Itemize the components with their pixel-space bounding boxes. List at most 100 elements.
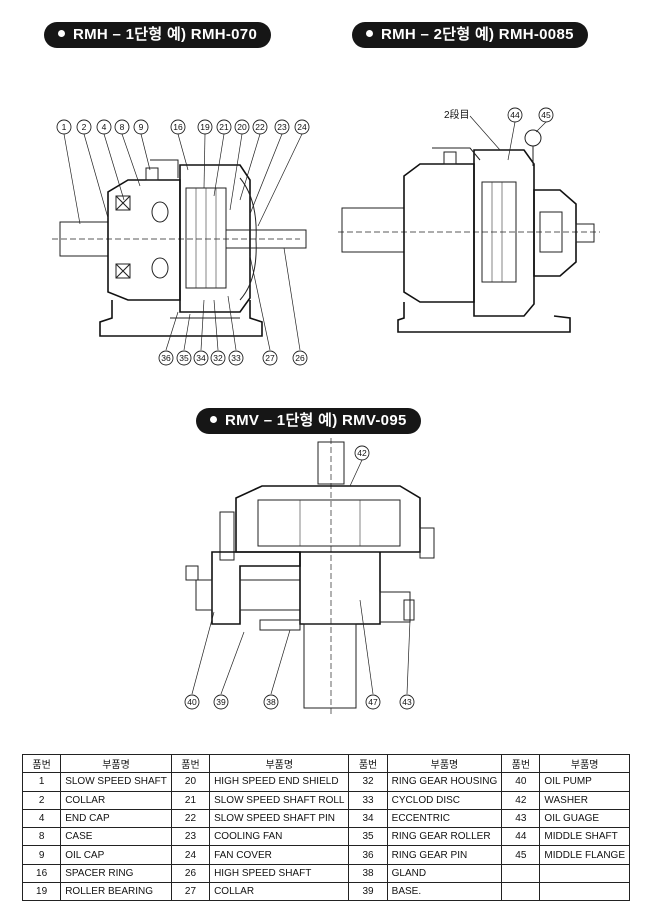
rmh1-ring-gear-housing — [179, 164, 251, 313]
part-name: SLOW SPEED SHAFT PIN — [209, 808, 350, 829]
svg-text:32: 32 — [213, 353, 223, 363]
rmh2-housing-1 — [473, 149, 535, 317]
callout-39: 39 — [213, 694, 229, 710]
part-number: 19 — [21, 882, 62, 902]
callout-23: 23 — [274, 119, 290, 135]
svg-text:2: 2 — [82, 122, 87, 132]
part-number: 38 — [348, 863, 388, 884]
rmh2-housing-2 — [533, 189, 577, 277]
callout-44: 44 — [507, 107, 523, 123]
part-name: ECCENTRIC — [386, 808, 503, 829]
svg-text:22: 22 — [255, 122, 265, 132]
callout-35: 35 — [176, 350, 192, 366]
part-number: 20 — [170, 772, 211, 792]
svg-text:43: 43 — [402, 697, 412, 707]
part-name: CASE — [60, 827, 172, 847]
part-number: 27 — [170, 882, 211, 902]
callout-34: 34 — [193, 350, 209, 366]
svg-text:24: 24 — [297, 122, 307, 132]
rmv1-upper-housing — [235, 485, 421, 553]
svg-text:39: 39 — [216, 697, 226, 707]
svg-text:4: 4 — [102, 122, 107, 132]
svg-text:47: 47 — [368, 697, 378, 707]
part-name: RING GEAR HOUSING — [386, 772, 503, 792]
part-name: CYCLOD DISC — [386, 790, 503, 810]
part-number: 39 — [348, 882, 388, 902]
rmv1-gear-case — [299, 552, 381, 625]
svg-text:9: 9 — [139, 122, 144, 132]
svg-text:36: 36 — [161, 353, 171, 363]
callout-26: 26 — [292, 350, 308, 366]
header-name: 부품명 — [539, 753, 630, 774]
header-no: 품번 — [170, 753, 211, 774]
svg-text:8: 8 — [120, 122, 125, 132]
part-number: 34 — [348, 808, 388, 829]
bullet-icon — [210, 415, 217, 423]
callout-45: 45 — [538, 107, 554, 123]
part-number — [501, 882, 541, 902]
svg-text:33: 33 — [231, 353, 241, 363]
callout-36: 36 — [158, 350, 174, 366]
part-number: 9 — [21, 845, 62, 865]
header-no: 품번 — [501, 753, 541, 774]
part-number: 32 — [348, 772, 388, 792]
part-name: SPACER RING — [60, 863, 172, 884]
callout-33: 33 — [228, 350, 244, 366]
part-name: GLAND — [386, 863, 503, 884]
part-number: 26 — [170, 863, 211, 884]
svg-text:26: 26 — [295, 353, 305, 363]
part-number: 22 — [170, 808, 211, 829]
callout-24: 24 — [294, 119, 310, 135]
header-name: 부품명 — [60, 753, 172, 774]
svg-text:21: 21 — [219, 122, 229, 132]
part-number: 2 — [21, 790, 62, 810]
part-name: RING GEAR PIN — [386, 845, 503, 865]
rmh2-drawing: 2段目 — [338, 108, 600, 333]
callout-4: 4 — [96, 119, 112, 135]
part-number: 24 — [170, 845, 211, 865]
part-number: 45 — [501, 845, 541, 865]
part-number: 23 — [170, 827, 211, 847]
header-name: 부품명 — [386, 753, 503, 774]
title-rmh-2stage: RMH – 2단형 예) RMH-0085 — [352, 22, 588, 48]
rmh1-drawing — [52, 159, 307, 337]
part-number: 43 — [501, 808, 541, 829]
part-number: 33 — [348, 790, 388, 810]
part-name: OIL GUAGE — [539, 808, 630, 829]
title-rmv-1stage-text: RMV – 1단형 예) RMV-095 — [225, 412, 407, 429]
svg-text:42: 42 — [357, 448, 367, 458]
callout-38: 38 — [263, 694, 279, 710]
callout-2: 2 — [76, 119, 92, 135]
callout-42: 42 — [354, 445, 370, 461]
part-name: RING GEAR ROLLER — [386, 827, 503, 847]
rmv1-motor-side — [211, 551, 301, 625]
part-name: COLLAR — [209, 882, 350, 902]
svg-text:16: 16 — [173, 122, 183, 132]
rmv1-bottom-shaft — [303, 623, 357, 709]
part-number: 42 — [501, 790, 541, 810]
part-number: 8 — [21, 827, 62, 847]
header-no: 품번 — [21, 753, 62, 774]
part-number: 36 — [348, 845, 388, 865]
part-number: 1 — [21, 772, 62, 792]
part-name: OIL CAP — [60, 845, 172, 865]
title-rmh-2stage-text: RMH – 2단형 예) RMH-0085 — [381, 26, 574, 43]
callout-9: 9 — [133, 119, 149, 135]
technical-drawings: 2段目 1 2 4 8 9 16 19 21 20 22 23 — [52, 107, 600, 716]
callout-19: 19 — [197, 119, 213, 135]
part-name — [539, 863, 630, 884]
title-rmh-1stage-text: RMH – 1단형 예) RMH-070 — [73, 26, 258, 43]
part-name: MIDDLE SHAFT — [539, 827, 630, 847]
callout-16: 16 — [170, 119, 186, 135]
callout-8: 8 — [114, 119, 130, 135]
rmh2-slow-shaft — [341, 207, 405, 253]
rmh2-case — [403, 163, 475, 303]
svg-text:40: 40 — [187, 697, 197, 707]
part-name: MIDDLE FLANGE — [539, 845, 630, 865]
